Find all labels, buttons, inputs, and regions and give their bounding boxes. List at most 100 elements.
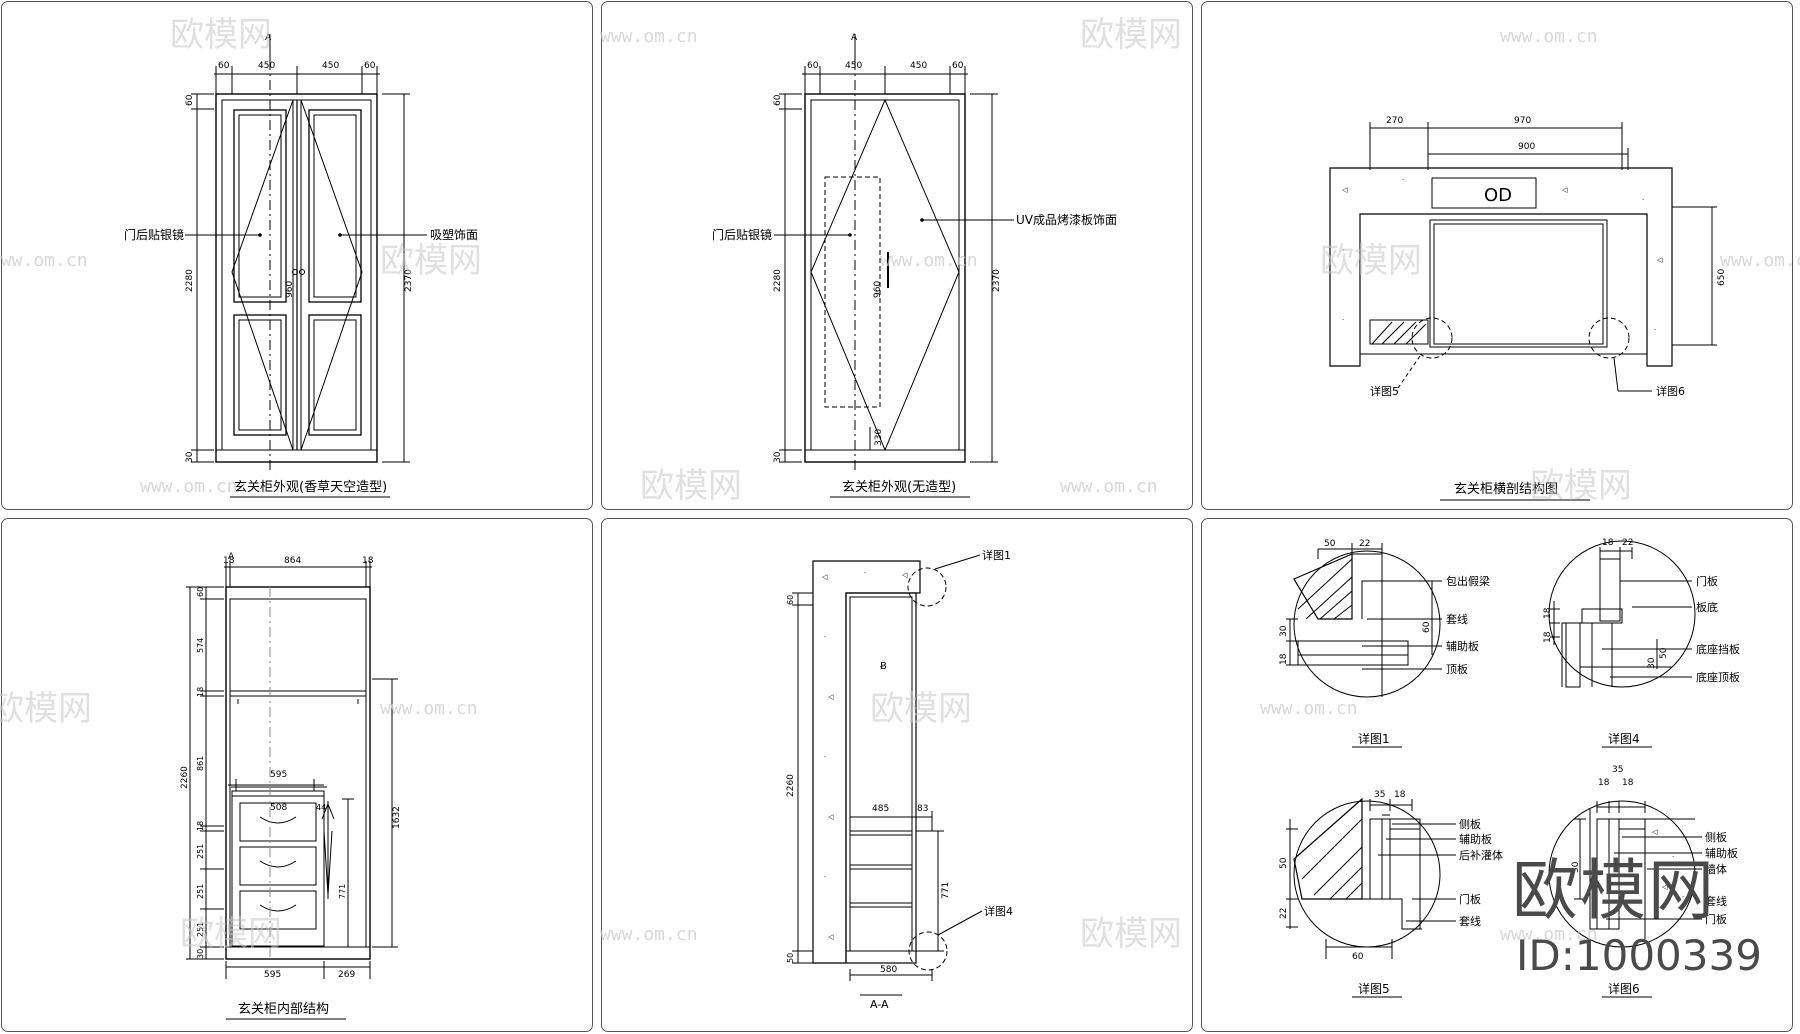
dim-text: 50 [786, 953, 795, 963]
drawing-caption: 玄关柜内部结构 [238, 1001, 329, 1017]
callout-label: 辅助板 [1459, 832, 1492, 846]
dim-text: 2370 [992, 269, 1002, 292]
svg-text:◁: ◁ [822, 573, 828, 581]
dim-text: 18 [1394, 790, 1406, 800]
callout-label: 门板 [1459, 892, 1481, 906]
dim-text: 60 [218, 61, 230, 71]
callout-label: 套线 [1459, 914, 1481, 928]
drawing-horizontal-section: ◁·◁· ·◁·· 270 970 900 650 OD 详图5 详图6 玄关柜… [1329, 116, 1727, 501]
callout-label: 套线 [1446, 612, 1468, 626]
svg-text:·: · [1654, 326, 1656, 334]
dim-text: 18 [196, 821, 205, 831]
callout-label: 墙体 [1705, 862, 1727, 876]
callout-label: 门板 [1705, 912, 1727, 926]
dim-text: 50 [1279, 857, 1289, 869]
dim-text: 864 [284, 556, 301, 566]
callout-label: 侧板 [1459, 817, 1481, 831]
dim-text: 30 [185, 451, 195, 463]
dim-text: 50 [1324, 539, 1336, 549]
panel-section-aa: ◁·◁ ·◁· ◁·◁ Ƀ 60 2260 50 485 83 771 580 … [601, 518, 1193, 1032]
dim-text: 60 [773, 94, 783, 106]
panel-elevation-plain: A 60 450 450 60 60 2280 30 2370 960 330 … [601, 1, 1193, 510]
callout-label: 辅助板 [1705, 846, 1738, 860]
svg-text:◁: ◁ [828, 693, 834, 701]
drawing-elevation-vanilla: A 60 450 450 60 60 2280 30 2370 960 门后贴银… [124, 33, 478, 498]
drawing-details: ◁·◁· 50 22 60 30 18 包出假梁 套线 辅助板 顶板 详图1 1… [1279, 538, 1740, 998]
svg-text:·: · [1642, 196, 1644, 204]
panel-interior-structure: A 18 864 18 60 574 18 861 18 251 251 251… [1, 518, 593, 1032]
dim-text: 595 [264, 970, 281, 980]
dim-text: 2280 [185, 269, 195, 292]
dim-text: 18 [1602, 538, 1614, 548]
dim-text: 270 [1386, 116, 1403, 126]
dim-text: 18 [1598, 778, 1610, 788]
dim-text: 485 [872, 804, 889, 814]
dim-text: 60 [952, 61, 964, 71]
detail-title: 详图1 [1358, 731, 1390, 746]
svg-text:·: · [1672, 853, 1674, 861]
detail-title: 详图4 [1608, 731, 1640, 746]
svg-text:◁: ◁ [828, 813, 834, 821]
dim-text: 60 [786, 595, 795, 605]
callout-label: 套线 [1705, 894, 1727, 908]
dim-text: 251 [196, 884, 205, 899]
svg-text:·: · [1402, 176, 1404, 184]
dim-text: 60 [807, 61, 819, 71]
dim-text: 771 [941, 882, 951, 899]
dim-text: 450 [845, 61, 862, 71]
brand-name: 欧模网 [1512, 852, 1716, 929]
dim-text: 18 [1543, 607, 1553, 619]
svg-text:◁: ◁ [1342, 186, 1348, 194]
dim-text: 960 [873, 281, 883, 298]
svg-text:◁: ◁ [828, 933, 834, 941]
dim-text: 60 [364, 61, 376, 71]
dim-text: 450 [910, 61, 927, 71]
callout-label: 辅助板 [1446, 639, 1479, 653]
dim-text: 35 [1612, 765, 1623, 775]
inner-label: OD [1484, 185, 1512, 206]
dim-text: 60 [185, 94, 195, 106]
drawing-caption: 玄关柜外观(无造型) [842, 480, 956, 495]
dim-text: 18 [223, 556, 235, 566]
section-mark: A [851, 33, 858, 43]
svg-text:◁: ◁ [1652, 828, 1658, 836]
svg-text:◁: ◁ [1657, 256, 1663, 264]
dim-text: 450 [258, 61, 275, 71]
dim-text: 1632 [392, 806, 402, 829]
callout-label: 侧板 [1705, 830, 1727, 844]
callout-label: 后补灌体 [1459, 848, 1503, 862]
callout-label: 门板 [1696, 574, 1718, 588]
dim-text: 60 [1422, 621, 1432, 633]
dim-text: 30 [1647, 657, 1657, 669]
dim-text: 508 [270, 803, 287, 813]
dim-text: 2260 [786, 774, 796, 797]
dim-text: 30 [773, 451, 783, 463]
dim-text: 18 [1543, 631, 1553, 643]
svg-text:·: · [824, 873, 826, 881]
dim-text: 50 [1571, 861, 1581, 873]
svg-text:·: · [824, 633, 826, 641]
dim-text: 269 [338, 970, 355, 980]
dim-text: 22 [1359, 539, 1370, 549]
dim-text: 251 [196, 844, 205, 859]
dim-text: 330 [874, 429, 884, 446]
svg-text:◁: ◁ [1562, 186, 1568, 194]
callout-label: 详图6 [1656, 384, 1685, 398]
section-mark: A [265, 33, 272, 43]
callout-label: 吸塑饰面 [430, 227, 478, 242]
callout-label: 详图5 [1370, 384, 1399, 398]
dim-text: 595 [270, 770, 287, 780]
callout-label: 板底 [1696, 600, 1718, 614]
callout-label: 门后贴银镜 [712, 227, 772, 242]
svg-text:◁: ◁ [1662, 883, 1668, 891]
svg-text:◁: ◁ [902, 571, 908, 579]
callout-label: 底座顶板 [1696, 670, 1740, 684]
dim-text: 900 [1518, 142, 1535, 152]
callout-label: 门后贴银镜 [124, 227, 184, 242]
svg-text:·: · [1682, 893, 1684, 901]
section-mark: A [228, 552, 235, 562]
callout-label: 底座挡板 [1696, 642, 1740, 656]
dim-text: 861 [196, 756, 205, 771]
drawing-section-aa: ◁·◁ ·◁· ◁·◁ Ƀ 60 2260 50 485 83 771 580 … [786, 548, 1013, 1011]
brand-stamp: 欧模网 ID:1000339 [1512, 855, 1792, 985]
